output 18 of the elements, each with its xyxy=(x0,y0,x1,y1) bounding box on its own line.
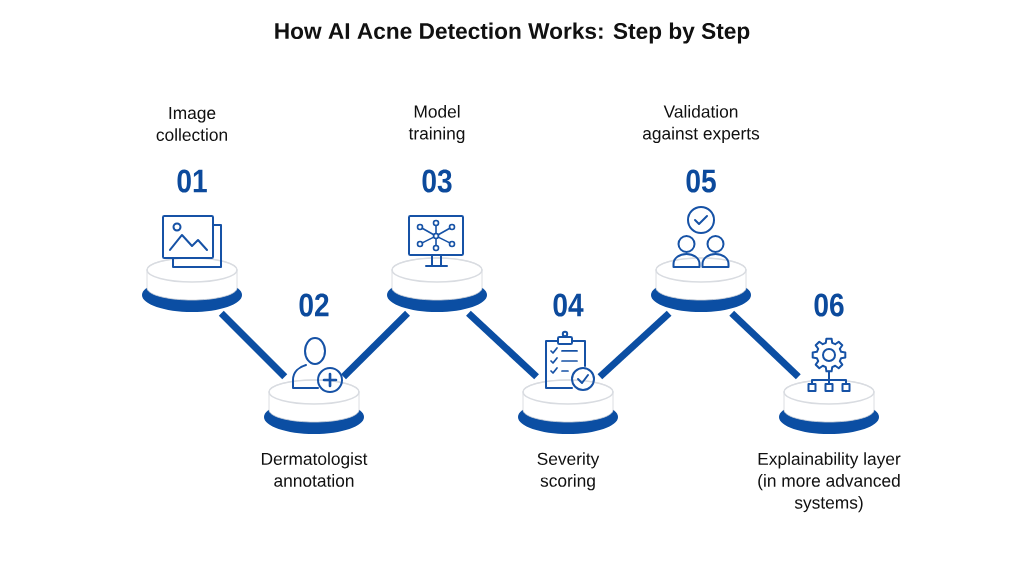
step-label: Severity scoring xyxy=(537,452,600,491)
step-number: 05 xyxy=(686,169,716,193)
title: How AI Acne Detection Works: Step by Step xyxy=(275,22,750,44)
step-number: 02 xyxy=(299,293,329,317)
connector-line xyxy=(341,310,410,380)
connector-line xyxy=(466,310,539,380)
step-label: Validation against experts xyxy=(642,105,760,143)
connector-line xyxy=(729,310,801,380)
step-number: 06 xyxy=(814,293,844,317)
connector-line xyxy=(597,310,672,380)
connector-line xyxy=(218,310,288,380)
step-label: Dermatologist annotation xyxy=(261,452,368,487)
step-label: Model training xyxy=(408,105,465,143)
step-label: Explainability layer (in more advanced systems) xyxy=(758,452,901,513)
step-number: 01 xyxy=(177,169,207,193)
step-number: 03 xyxy=(422,169,452,193)
step-label: Image collection xyxy=(156,107,227,141)
step-number: 04 xyxy=(553,293,584,317)
